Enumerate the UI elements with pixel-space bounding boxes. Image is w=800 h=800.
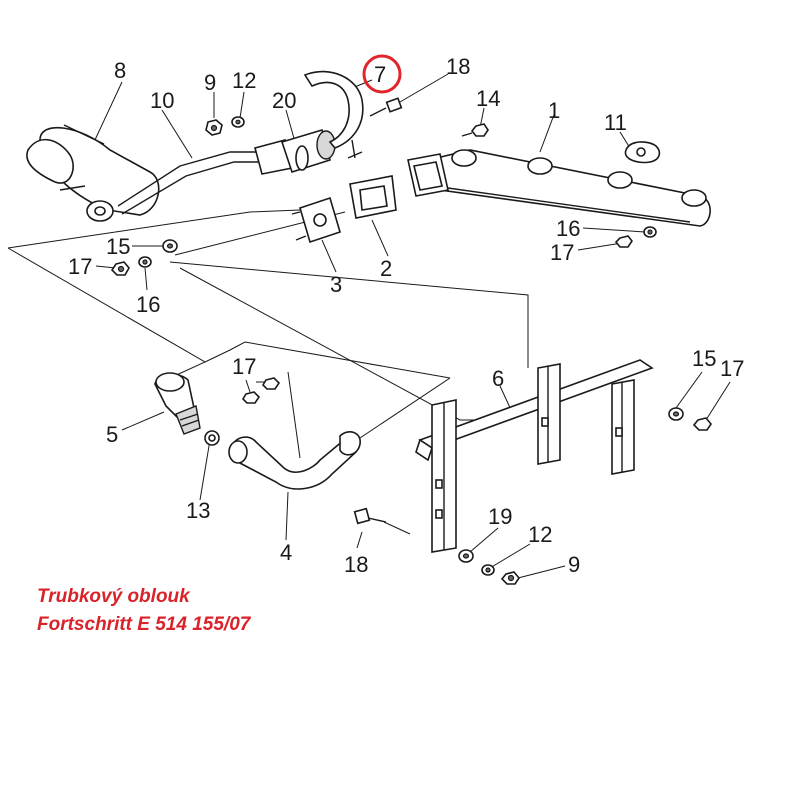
callout-7: 7 xyxy=(374,62,386,87)
washer-part-19 xyxy=(458,549,474,563)
highlight-circle xyxy=(362,54,402,94)
washer-part-16-left xyxy=(138,256,152,268)
nut-part-9-bottom xyxy=(500,571,520,585)
ring-part-13 xyxy=(204,430,220,446)
small-gasket-part-11 xyxy=(624,141,661,164)
washer-part-12-bottom xyxy=(481,564,495,576)
callout-17-right-bracket: 17 xyxy=(720,356,744,381)
washer-part-15-left xyxy=(162,239,178,253)
callout-12-top: 12 xyxy=(232,68,256,93)
nut-part-17-mid-b xyxy=(241,391,261,404)
callout-12-bottom: 12 xyxy=(528,522,552,547)
callout-6: 6 xyxy=(492,366,504,391)
caption-part-name: Trubkový oblouk xyxy=(37,586,190,607)
manifold-part-1 xyxy=(407,149,711,227)
callout-10: 10 xyxy=(150,88,174,113)
callout-16-right: 16 xyxy=(556,216,580,241)
callout-15-left: 15 xyxy=(106,234,130,259)
nut-part-17-right xyxy=(614,235,633,248)
muffler-part-8 xyxy=(26,124,160,222)
callout-17-left: 17 xyxy=(68,254,92,279)
callout-15-right: 15 xyxy=(692,346,716,371)
nut-part-17-bracket xyxy=(692,417,712,431)
callout-19: 19 xyxy=(488,504,512,529)
callout-2: 2 xyxy=(380,256,392,281)
callout-3: 3 xyxy=(330,272,342,297)
caption-part-number: Fortschritt E 514 155/07 xyxy=(37,614,251,635)
callout-18-top: 18 xyxy=(446,54,470,79)
washer-part-15-right xyxy=(668,407,684,421)
bolt-part-18-bottom xyxy=(353,507,387,525)
callout-9-bottom: 9 xyxy=(568,552,580,577)
callout-1: 1 xyxy=(548,98,560,123)
callout-13: 13 xyxy=(186,498,210,523)
gasket-part-2 xyxy=(349,175,397,219)
callout-11: 11 xyxy=(604,110,627,135)
nut-part-9-top xyxy=(205,119,223,136)
callout-9-top: 9 xyxy=(204,70,216,95)
callout-5: 5 xyxy=(106,422,118,447)
callout-8: 8 xyxy=(114,58,126,83)
callout-14: 14 xyxy=(476,86,500,111)
nut-part-17-mid-a xyxy=(261,377,281,390)
flange-plate-part-3 xyxy=(291,196,341,244)
callout-labels: 1 2 3 4 5 6 7 8 9 9 10 11 12 12 13 14 15… xyxy=(68,54,744,577)
bracket-frame-part-6 xyxy=(415,359,654,553)
callout-16-left: 16 xyxy=(136,292,160,317)
callout-17-right-top: 17 xyxy=(550,240,574,265)
callout-4: 4 xyxy=(280,540,292,565)
callout-17-mid: 17 xyxy=(232,354,256,379)
washer-part-12-top xyxy=(231,116,245,128)
bolt-part-14 xyxy=(461,123,489,137)
clamp-part-20 xyxy=(280,128,336,173)
shield-part-7 xyxy=(303,70,364,159)
pipe-bend-part-4 xyxy=(228,431,361,490)
washer-part-16-right xyxy=(643,226,657,238)
nut-part-17-left xyxy=(110,261,130,276)
bolt-part-18-top xyxy=(369,97,403,117)
callout-18-bottom: 18 xyxy=(344,552,368,577)
callout-20: 20 xyxy=(272,88,296,113)
leader-lines xyxy=(7,73,731,579)
elbow-part-5 xyxy=(154,372,201,435)
